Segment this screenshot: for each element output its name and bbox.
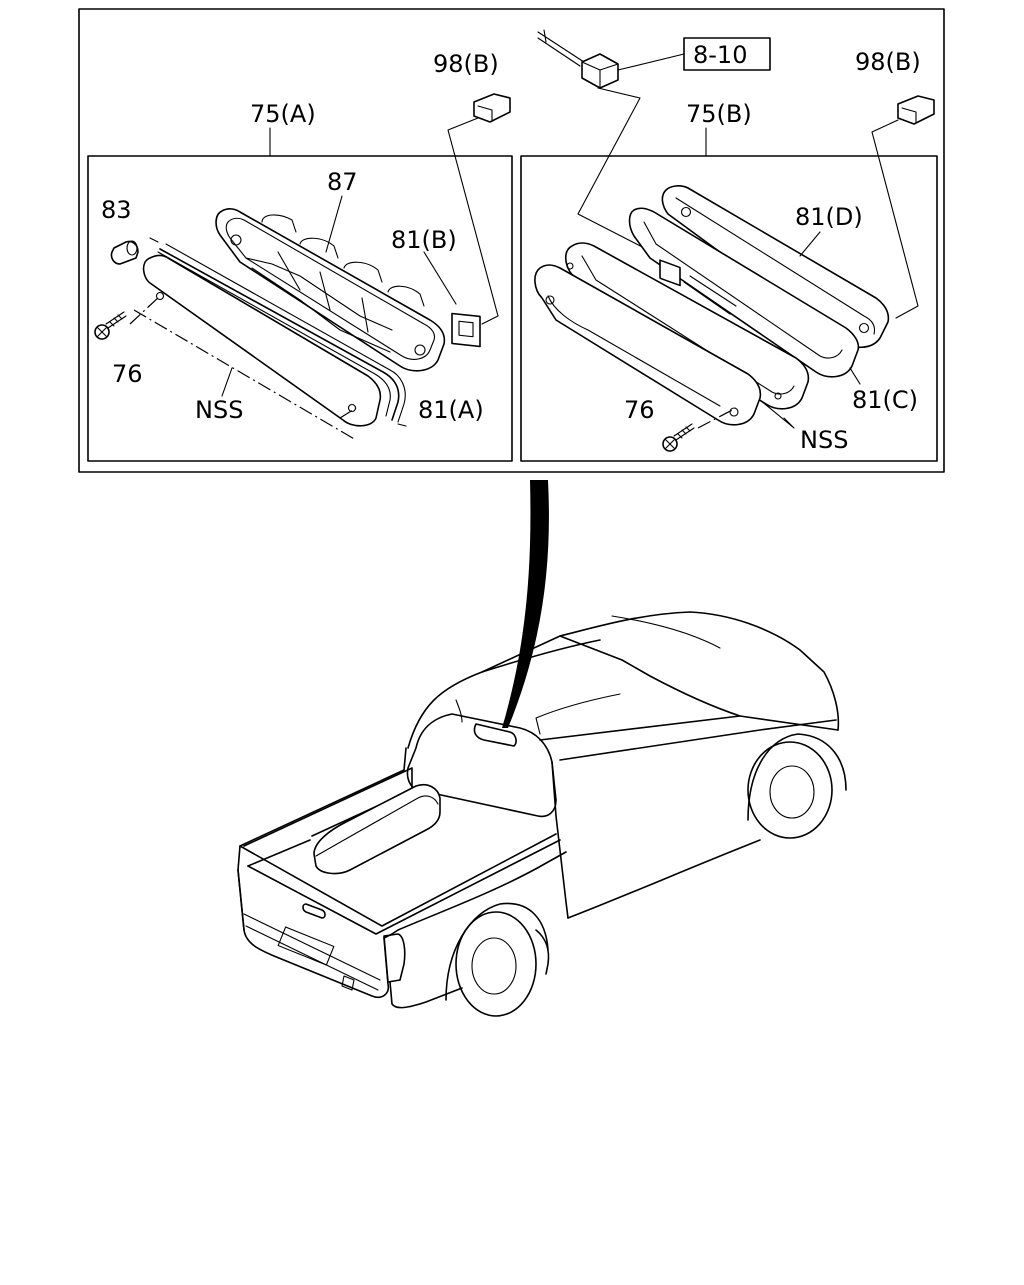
ref-box (683, 37, 771, 71)
location-pointer (502, 480, 549, 728)
box-75b (520, 155, 938, 462)
label-83: 83 (101, 196, 132, 224)
label-ref-8-10: 8-10 (693, 41, 747, 69)
label-81c: 81(C) (852, 386, 918, 414)
label-81b: 81(B) (391, 226, 457, 254)
label-nss-right: NSS (800, 426, 848, 454)
screw-icon (662, 423, 695, 452)
clip-icon (473, 93, 511, 123)
box-75a (87, 155, 513, 462)
bulb-icon (110, 240, 139, 265)
label-81d: 81(D) (795, 203, 863, 231)
label-76-left: 76 (112, 360, 143, 388)
part-labels: 98(B) 98(B) 75(A) 75(B) 87 83 81(B) 81(D… (101, 37, 921, 454)
connector-icon (581, 53, 619, 89)
clip-icon (451, 312, 481, 348)
lamp-assembly-75a (94, 93, 511, 441)
label-81a: 81(A) (418, 396, 484, 424)
label-98b-right: 98(B) (855, 48, 921, 76)
label-75b: 75(B) (686, 100, 752, 128)
outer-frame (78, 8, 945, 473)
label-87: 87 (327, 168, 358, 196)
truck-illustration (237, 611, 847, 1017)
clip-icon (897, 95, 935, 125)
label-75a: 75(A) (250, 100, 316, 128)
lamp-assembly-75b (534, 29, 935, 452)
label-98b-left: 98(B) (433, 50, 499, 78)
label-nss-left: NSS (195, 396, 243, 424)
label-76-right: 76 (624, 396, 655, 424)
screw-icon (94, 311, 127, 340)
